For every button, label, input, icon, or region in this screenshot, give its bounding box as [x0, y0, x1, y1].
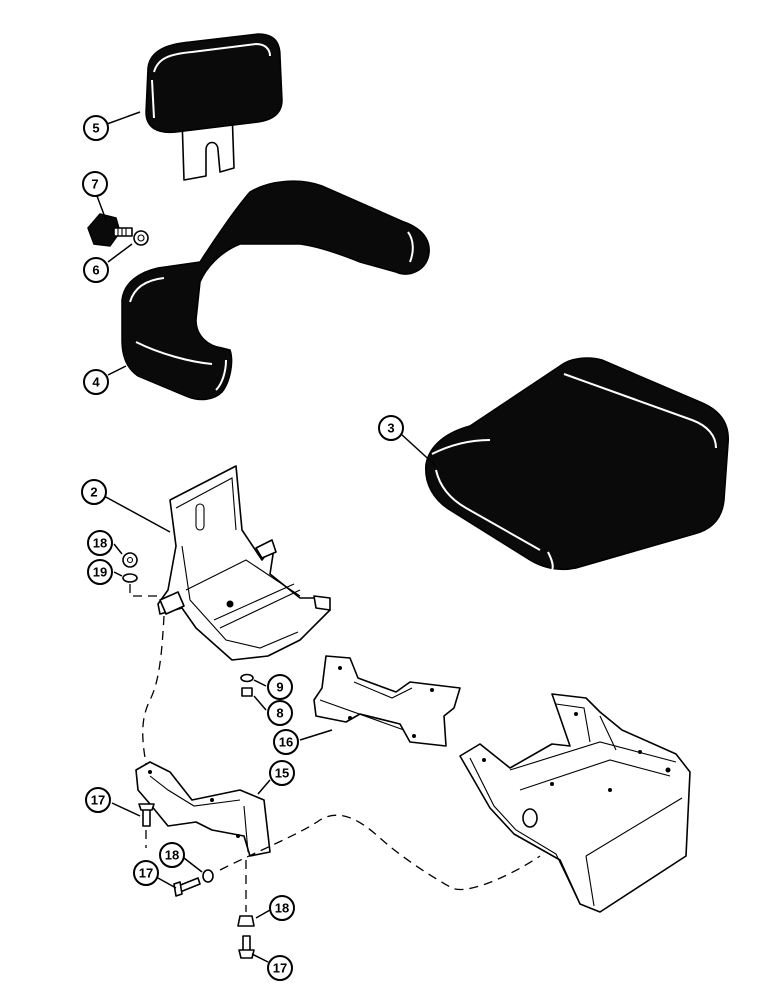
- callout-17-c: 17: [267, 955, 293, 981]
- callout-17-b-label: 17: [139, 866, 153, 881]
- callout-19: 19: [87, 559, 113, 585]
- callout-19-label: 19: [93, 565, 107, 580]
- nut-part-6: [133, 230, 149, 246]
- callout-17-c-label: 17: [273, 961, 287, 976]
- callout-7: 7: [82, 171, 108, 197]
- callout-8: 8: [267, 700, 293, 726]
- nut-part-18-mid: [202, 869, 214, 883]
- callout-18-mid-label: 18: [165, 848, 179, 863]
- callout-9: 9: [267, 674, 293, 700]
- callout-4: 4: [83, 369, 109, 395]
- callout-18-bottom: 18: [269, 895, 295, 921]
- callout-16-label: 16: [279, 735, 293, 750]
- bolt-part-17-b: [173, 877, 201, 897]
- callout-16: 16: [273, 729, 299, 755]
- knob-part-7: [87, 213, 133, 247]
- callout-3-label: 3: [387, 421, 394, 436]
- callout-6: 6: [83, 257, 109, 283]
- callout-2: 2: [81, 479, 107, 505]
- seat-base-frame: [459, 693, 691, 913]
- bolt-part-8: [241, 687, 253, 697]
- callout-15: 15: [269, 760, 295, 786]
- washer-part-19: [122, 573, 138, 583]
- seat-bracket-part-2: [157, 465, 331, 661]
- alignment-dashes: [129, 584, 541, 912]
- leader-lines: [96, 111, 437, 963]
- callout-18-top-label: 18: [93, 536, 107, 551]
- backrest-part-4: [121, 180, 430, 401]
- bolt-part-17-c: [238, 935, 255, 959]
- mounting-bracket-part-15: [135, 761, 271, 857]
- bolt-part-17-a: [138, 803, 155, 827]
- callout-6-label: 6: [92, 263, 99, 278]
- callout-7-label: 7: [91, 177, 98, 192]
- nut-part-18-bottom: [237, 915, 255, 927]
- callout-17-a-label: 17: [91, 793, 105, 808]
- callout-17-b: 17: [133, 860, 159, 886]
- callout-15-label: 15: [275, 766, 289, 781]
- headrest-part-5: [145, 33, 283, 181]
- callout-5: 5: [83, 115, 109, 141]
- callout-2-label: 2: [90, 485, 97, 500]
- callout-18-bottom-label: 18: [275, 901, 289, 916]
- support-bracket-part-16: [313, 655, 461, 747]
- seat-cushion-part-3: [425, 357, 729, 571]
- callout-3: 3: [378, 415, 404, 441]
- callout-18-top: 18: [87, 530, 113, 556]
- nut-part-18-top: [122, 552, 138, 568]
- callout-5-label: 5: [92, 121, 99, 136]
- callout-9-label: 9: [276, 680, 283, 695]
- callout-18-mid: 18: [159, 842, 185, 868]
- callout-4-label: 4: [92, 375, 100, 390]
- washer-part-9: [240, 673, 254, 683]
- callout-8-label: 8: [276, 706, 283, 721]
- callout-17-a: 17: [85, 787, 111, 813]
